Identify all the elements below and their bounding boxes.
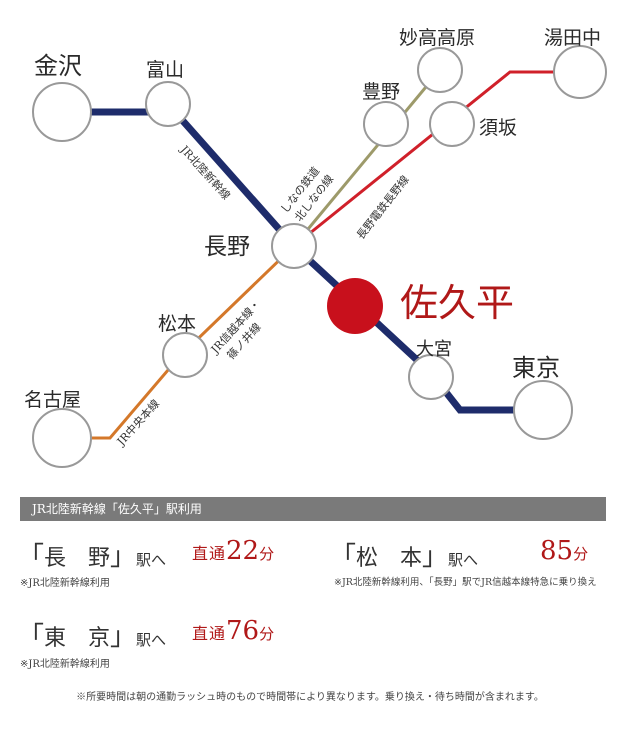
station-circle-saku (327, 278, 383, 334)
station-circle-nagano (271, 223, 317, 269)
route-nagano-note: ※JR北陸新幹線利用 (20, 578, 110, 589)
nagaden-line (293, 70, 580, 248)
station-label-myoko: 妙高高原 (399, 27, 475, 49)
station-label-yudanaka: 湯田中 (544, 27, 601, 49)
route-tokyo-time: 直通76分 (192, 616, 275, 646)
info-banner: JR北陸新幹線「佐久平」駅利用 (20, 497, 606, 521)
station-circle-omiya (408, 354, 454, 400)
route-nagano-name: 長 野 (44, 546, 111, 571)
line-label-nagaden: 長野電鉄長野線 (353, 173, 411, 242)
route-tokyo-dest: 「東 京」駅へ (18, 622, 167, 652)
route-matsumoto-dest: 「松 本」駅へ (330, 542, 479, 572)
station-label-nagano: 長野 (204, 234, 250, 260)
station-circle-matsumoto (162, 332, 208, 378)
footnote: ※所要時間は朝の通勤ラッシュ時のもので時間帯により異なります。乗り換え・待ち時間… (76, 692, 544, 703)
station-label-matsumoto: 松本 (158, 313, 196, 335)
station-circle-nagoya (32, 408, 92, 468)
station-label-suzaka: 須坂 (479, 117, 517, 139)
route-map: 金沢 富山 妙高高原 湯田中 豊野 須坂 長野 佐久平 松本 大宮 東京 名古屋… (24, 27, 607, 468)
station-circle-tokyo (513, 380, 573, 440)
station-label-kanazawa: 金沢 (34, 52, 82, 80)
station-circle-toyama (145, 81, 191, 127)
station-circle-myoko (417, 47, 463, 93)
route-tokyo-suffix: 駅へ (136, 631, 167, 649)
station-label-tokyo: 東京 (512, 354, 560, 382)
station-label-toyama: 富山 (146, 59, 184, 81)
station-label-omiya: 大宮 (416, 339, 452, 360)
station-circle-suzaka (429, 101, 475, 147)
route-tokyo-note: ※JR北陸新幹線利用 (20, 659, 110, 670)
route-tokyo-name: 東 京 (44, 626, 111, 651)
station-label-saku: 佐久平 (400, 281, 514, 325)
hokuriku-line-west (62, 108, 297, 249)
route-matsumoto-suffix: 駅へ (448, 551, 479, 569)
route-matsumoto-time: 85分 (540, 536, 589, 566)
shinano-line (292, 69, 442, 247)
station-circle-toyono (363, 101, 409, 147)
route-matsumoto-name: 松 本 (356, 546, 423, 571)
station-label-nagoya: 名古屋 (24, 389, 81, 411)
route-nagano-time: 直通22分 (192, 536, 275, 566)
station-label-toyono: 豊野 (362, 81, 400, 103)
route-nagano-suffix: 駅へ (136, 551, 167, 569)
station-circle-kanazawa (32, 82, 92, 142)
route-nagano-dest: 「長 野」駅へ (18, 542, 167, 572)
station-circle-yudanaka (553, 45, 607, 99)
route-matsumoto-note: ※JR北陸新幹線利用、「長野」駅でJR信越本線特急に乗り換え (334, 577, 597, 588)
